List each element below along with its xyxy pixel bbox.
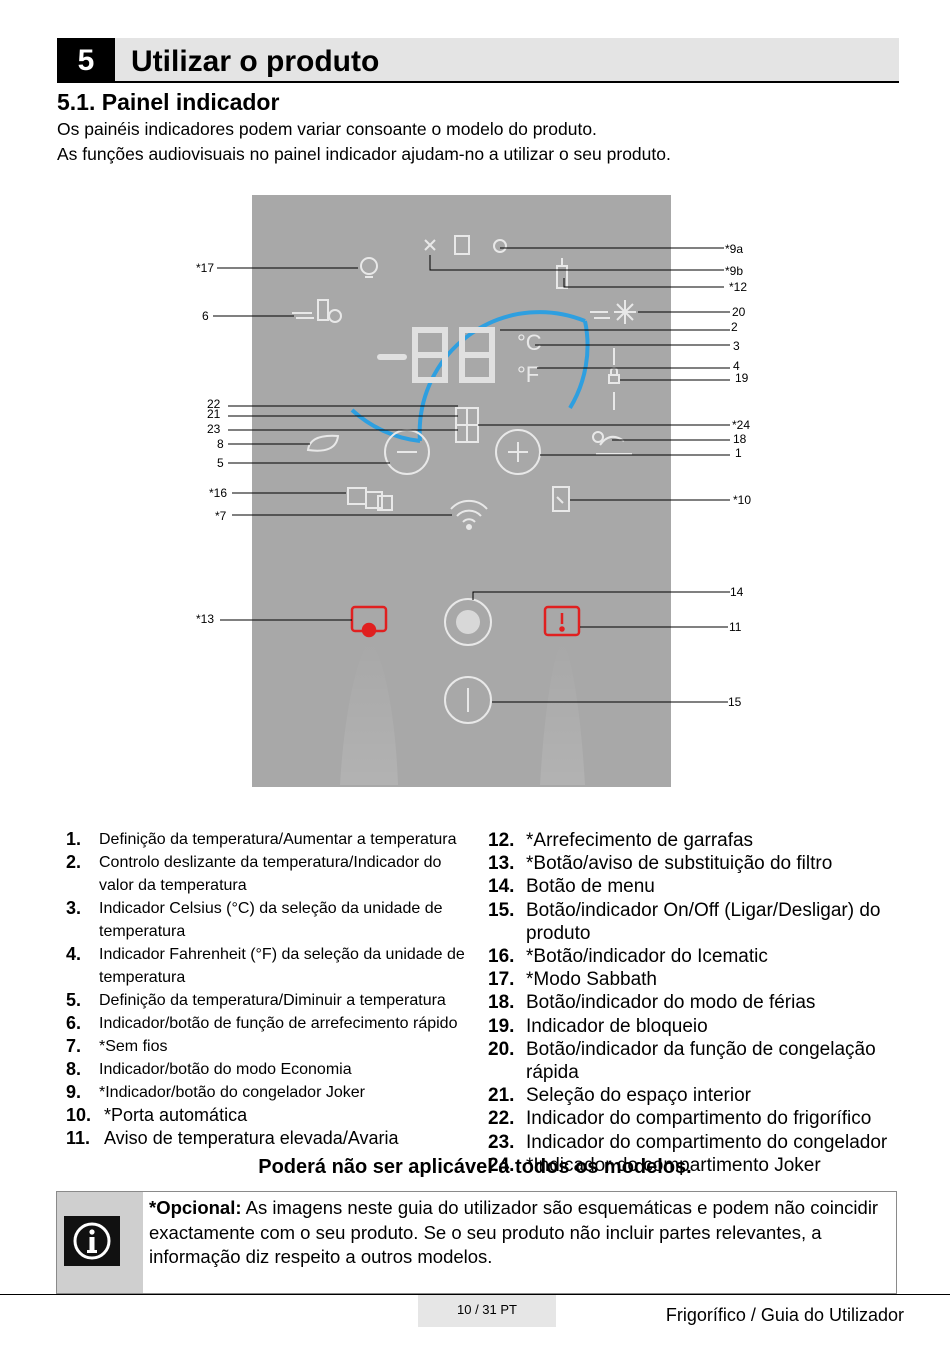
callout-8: 8 [217,437,224,451]
callout-1: 1 [735,446,742,460]
callout-4: 4 [733,359,740,373]
callout-3: 3 [733,339,740,353]
page-number: 10 / 31 PT [418,1295,556,1327]
fahrenheit-indicator: °F [517,362,539,387]
celsius-indicator: °C [517,330,542,355]
list-item: 13.*Botão/aviso de substituição do filtr… [488,853,833,875]
callout-7: *7 [215,509,227,523]
info-icon [64,1216,120,1266]
list-item: 16.*Botão/indicador do Icematic [488,946,768,968]
list-item: 21.Seleção do espaço interior [488,1085,751,1107]
callout-10: *10 [733,493,751,507]
list-item: 14.Botão de menu [488,876,655,898]
list-item: 6.Indicador/botão de função de arrefecim… [66,1013,458,1033]
callout-17: *17 [196,261,214,275]
callout-18: 18 [733,432,747,446]
intro-line-2: As funções audiovisuais no painel indica… [57,144,671,164]
footer-divider [0,1294,950,1295]
section-header: 5 Utilizar o produto [57,38,899,83]
legend-left: 1.Definição da temperatura/Aumentar a te… [66,828,476,1150]
list-item: 19.Indicador de bloqueio [488,1015,708,1037]
callout-24: *24 [732,418,750,432]
list-item: 4.Indicador Fahrenheit (°F) da seleção d… [66,944,465,986]
callout-9b: *9b [725,264,743,278]
callout-16: *16 [209,486,227,500]
list-item: 24.*Indicador do compartimento Joker [488,1154,821,1176]
temperature-display [377,327,495,383]
list-item: 7.*Sem fios [66,1036,168,1056]
control-panel-figure: °C °F [196,195,751,787]
intro-line-1: Os painéis indicadores podem variar cons… [57,119,597,139]
list-item: 5.Definição da temperatura/Diminuir a te… [66,990,446,1010]
list-item: 17.*Modo Sabbath [488,969,657,991]
power-button-icon [444,676,492,724]
subsection-title: 5.1. Painel indicador [57,89,280,115]
footer-title: Frigorífico / Guia do Utilizador [665,1305,904,1325]
joker-freezer-icon [424,235,507,255]
list-item: 18.Botão/indicador do modo de férias [488,992,816,1014]
bottle-cool-icon [556,258,568,289]
auto-door-icon [552,486,570,512]
info-label: *Opcional: [149,1197,242,1218]
callout-13: *13 [196,612,214,626]
info-body: As imagens neste guia do utilizador são … [149,1197,879,1267]
list-item: 22.Indicador do compartimento do frigorí… [488,1108,872,1130]
callout-21: 21 [207,407,221,421]
section-number: 5 [57,38,115,83]
callout-6: 6 [202,309,209,323]
list-item: 15.Botão/indicador On/Off (Ligar/Desliga… [488,899,881,944]
list-item: 10.*Porta automática [66,1105,248,1125]
callout-12: *12 [729,280,747,294]
callout-11: 11 [729,620,742,634]
info-box: *Opcional: As imagens neste guia do util… [56,1191,897,1294]
callout-19: 19 [735,371,749,385]
callout-2: 2 [731,320,738,334]
icematic-icon [347,487,393,511]
temperature-slider-arc [417,310,586,442]
list-item: 23.Indicador do compartimento do congela… [488,1131,888,1153]
callout-9a: *9a [725,242,743,256]
list-item: 20.Botão/indicador da função de congelaç… [488,1038,876,1084]
menu-button-icon [444,598,492,646]
alarm-icon [543,605,581,637]
list-item: 2.Controlo deslizante da temperatura/Ind… [66,852,442,894]
legend-right: 12.*Arrefecimento de garrafas 13.*Botão/… [488,829,928,1177]
callout-23: 23 [207,422,221,436]
list-item: 1.Definição da temperatura/Aumentar a te… [66,829,457,849]
callout-20: 20 [732,305,746,319]
fast-cool-icon [292,299,342,323]
callout-22: 22 [207,397,221,411]
list-item: 8.Indicador/botão do modo Economia [66,1059,352,1079]
list-item: 11.Aviso de temperatura elevada/Avaria [66,1128,399,1148]
economy-leaf-icon [306,434,340,452]
sabbath-icon [360,257,378,278]
list-item: 3.Indicador Celsius (°C) da seleção da u… [66,898,443,940]
plus-button-icon [495,429,541,475]
list-item: 9.*Indicador/botão do congelador Joker [66,1082,365,1102]
info-text: *Opcional: As imagens neste guia do util… [149,1196,889,1270]
applicability-note: Poderá não ser aplicável a todos os mode… [258,1156,692,1178]
list-item: 12.*Arrefecimento de garrafas [488,830,754,851]
callout-15: 15 [728,695,742,709]
wifi-icon [450,499,488,530]
section-title: Utilizar o produto [131,45,380,78]
callout-14: 14 [730,585,744,599]
panel-background [252,195,671,787]
callout-5: 5 [217,456,224,470]
filter-warning-icon [350,605,388,638]
fast-freeze-icon [590,300,636,324]
